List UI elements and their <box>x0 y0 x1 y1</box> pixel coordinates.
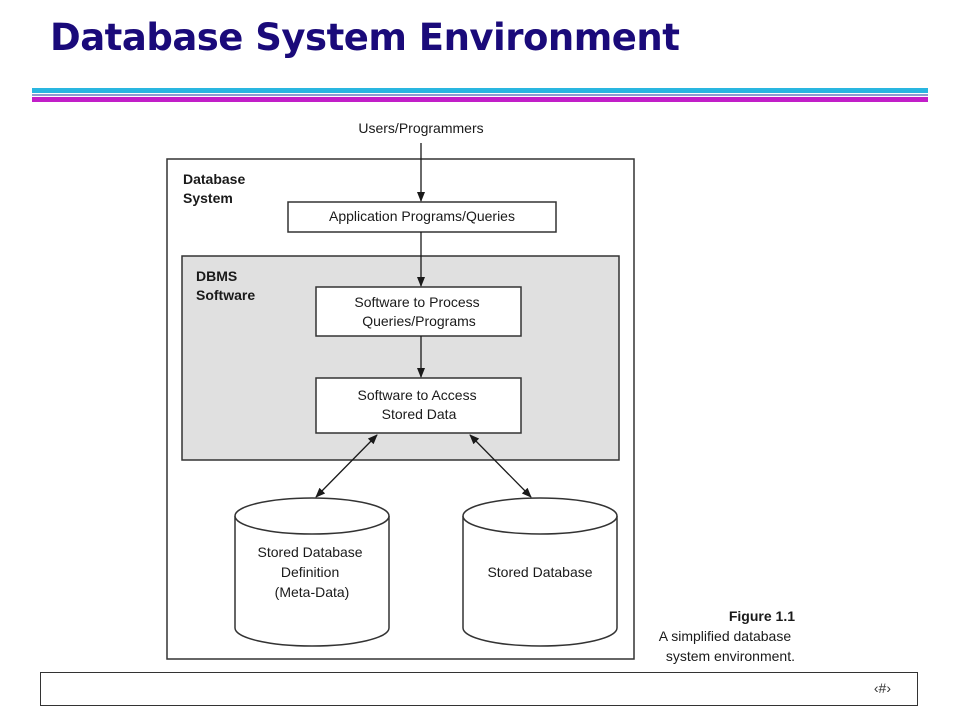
access-software-label-line: Stored Data <box>382 406 457 422</box>
slide-title: Database System Environment <box>50 16 680 59</box>
figure-caption-line: system environment. <box>666 648 795 664</box>
slide-footer: ‹#› <box>40 672 918 706</box>
database-system-label: Database System <box>183 171 249 206</box>
figure-caption-number: Figure 1.1 <box>729 608 795 624</box>
dbms-software-label-line: DBMS <box>196 268 237 284</box>
page-number: ‹#› <box>873 680 891 696</box>
users-programmers-label: Users/Programmers <box>358 120 483 136</box>
access-software-label: Software to Access Stored Data <box>358 387 481 422</box>
process-software-box <box>315 286 522 337</box>
arrow-access-metadata-store <box>315 434 378 498</box>
metadata-store-label-line: (Meta-Data) <box>275 584 350 600</box>
process-software-label-line: Software to Process <box>354 294 479 310</box>
title-rule-thin <box>32 94 928 96</box>
metadata-store-label: Stored Database Definition (Meta-Data) <box>258 544 367 600</box>
title-rule-cyan <box>32 88 928 93</box>
database-store-label: Stored Database <box>487 564 592 580</box>
dbms-software-label-line: Software <box>196 287 255 303</box>
dbms-software-label: DBMS Software <box>196 268 255 303</box>
title-rule-magenta <box>32 97 928 102</box>
access-software-label-line: Software to Access <box>358 387 477 403</box>
application-programs-label: Application Programs/Queries <box>329 208 515 224</box>
database-store-cylinder: Stored Database <box>462 497 618 647</box>
figure-caption-line: A simplified database <box>659 628 792 644</box>
process-software-label-line: Queries/Programs <box>362 313 476 329</box>
access-software-box <box>315 377 522 434</box>
metadata-store-cylinder: Stored Database Definition (Meta-Data) <box>234 497 390 647</box>
database-store-label-line: Stored Database <box>487 564 592 580</box>
process-software-label: Software to Process Queries/Programs <box>354 294 483 329</box>
database-system-label-line: System <box>183 190 233 206</box>
arrow-access-database-store <box>469 434 532 498</box>
metadata-store-label-line: Definition <box>281 564 339 580</box>
database-system-label-line: Database <box>183 171 245 187</box>
application-programs-box <box>287 201 557 233</box>
figure-caption-text: A simplified database system environment… <box>659 628 795 664</box>
metadata-store-label-line: Stored Database <box>258 544 363 560</box>
